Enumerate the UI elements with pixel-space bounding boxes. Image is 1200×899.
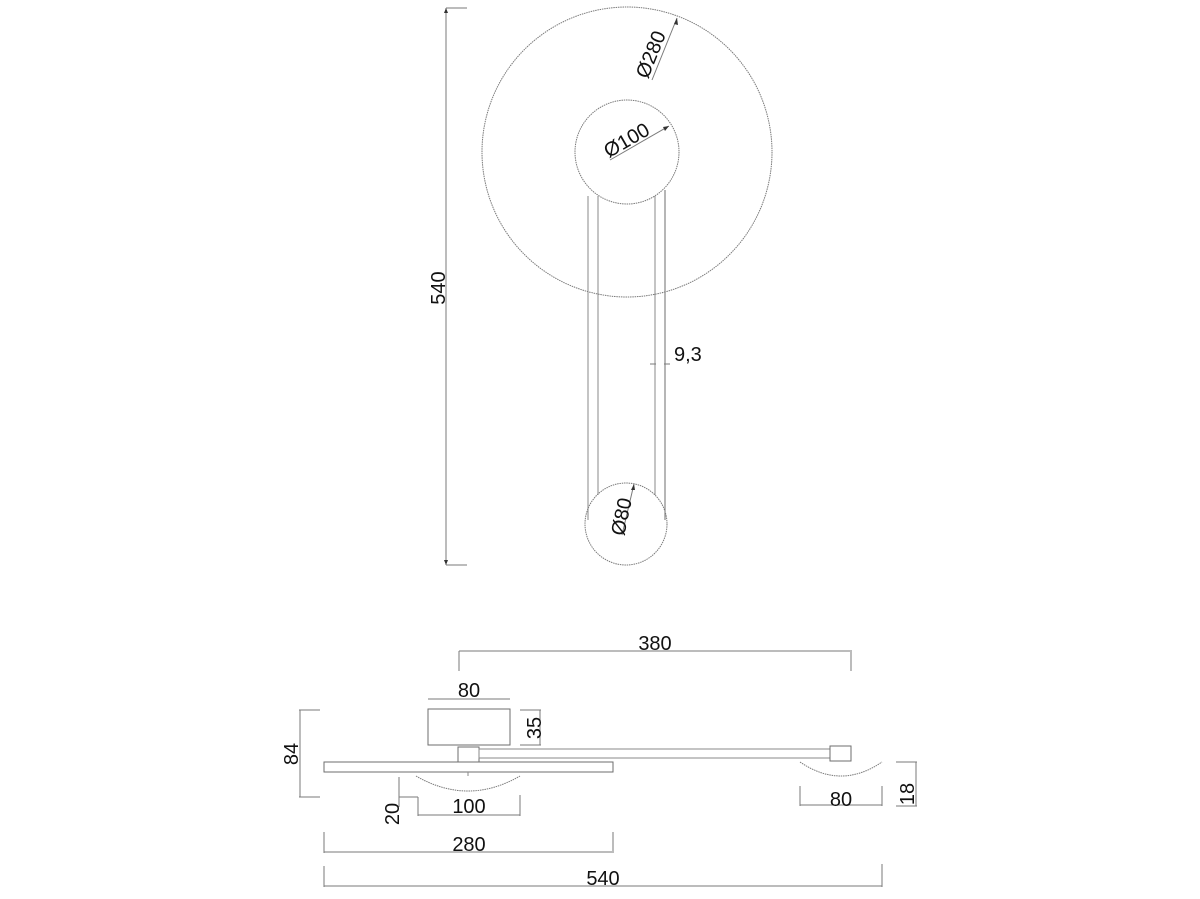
large-disc bbox=[481, 6, 773, 298]
front-view: 540 Ø280 Ø100 9,3 Ø80 bbox=[428, 6, 773, 566]
large-disc-leader bbox=[651, 17, 678, 81]
stem bbox=[587, 190, 666, 520]
end-shade-height-dimension bbox=[896, 761, 917, 807]
end-shade bbox=[799, 761, 883, 777]
shade-depth-label: 20 bbox=[382, 803, 404, 825]
hub-label: Ø100 bbox=[600, 119, 653, 163]
shade-width-dimension bbox=[417, 795, 521, 816]
hub-shade bbox=[415, 775, 521, 792]
hub-leader bbox=[609, 125, 670, 161]
end-shade-height-label: 18 bbox=[897, 783, 919, 805]
arm-length-dimension bbox=[458, 650, 852, 671]
hub-disc bbox=[574, 99, 680, 205]
end-shade-width-dimension bbox=[799, 786, 883, 806]
overall-width-label: 540 bbox=[586, 868, 619, 890]
bottom-disc bbox=[584, 482, 668, 566]
bottom-disc-label: Ø80 bbox=[607, 496, 636, 538]
overall-depth-label: 84 bbox=[281, 743, 303, 765]
end-block bbox=[829, 745, 852, 762]
overall-height-label: 540 bbox=[428, 271, 450, 304]
overall-width-dimension bbox=[323, 864, 883, 887]
large-disc-label: Ø280 bbox=[632, 28, 671, 82]
disc-plate bbox=[323, 761, 614, 773]
side-view: 380 80 35 84 bbox=[281, 633, 919, 890]
arm bbox=[478, 748, 831, 759]
bottom-disc-leader bbox=[621, 483, 635, 536]
end-shade-width-label: 80 bbox=[830, 789, 852, 811]
shade-width-label: 100 bbox=[452, 796, 485, 818]
joint-block bbox=[457, 746, 480, 763]
overall-depth-dimension bbox=[299, 709, 320, 798]
canopy-height-label: 35 bbox=[524, 717, 546, 739]
canopy-height-dimension bbox=[520, 709, 541, 746]
stem-gap-label: 9,3 bbox=[674, 344, 702, 366]
arm-length-label: 380 bbox=[638, 633, 671, 655]
disc-width-label: 280 bbox=[452, 834, 485, 856]
overall-height-dimension bbox=[444, 7, 467, 566]
disc-width-dimension bbox=[323, 832, 614, 853]
canopy-width-label: 80 bbox=[458, 680, 480, 702]
shade-depth-dimension bbox=[398, 777, 418, 807]
canopy bbox=[427, 708, 511, 746]
